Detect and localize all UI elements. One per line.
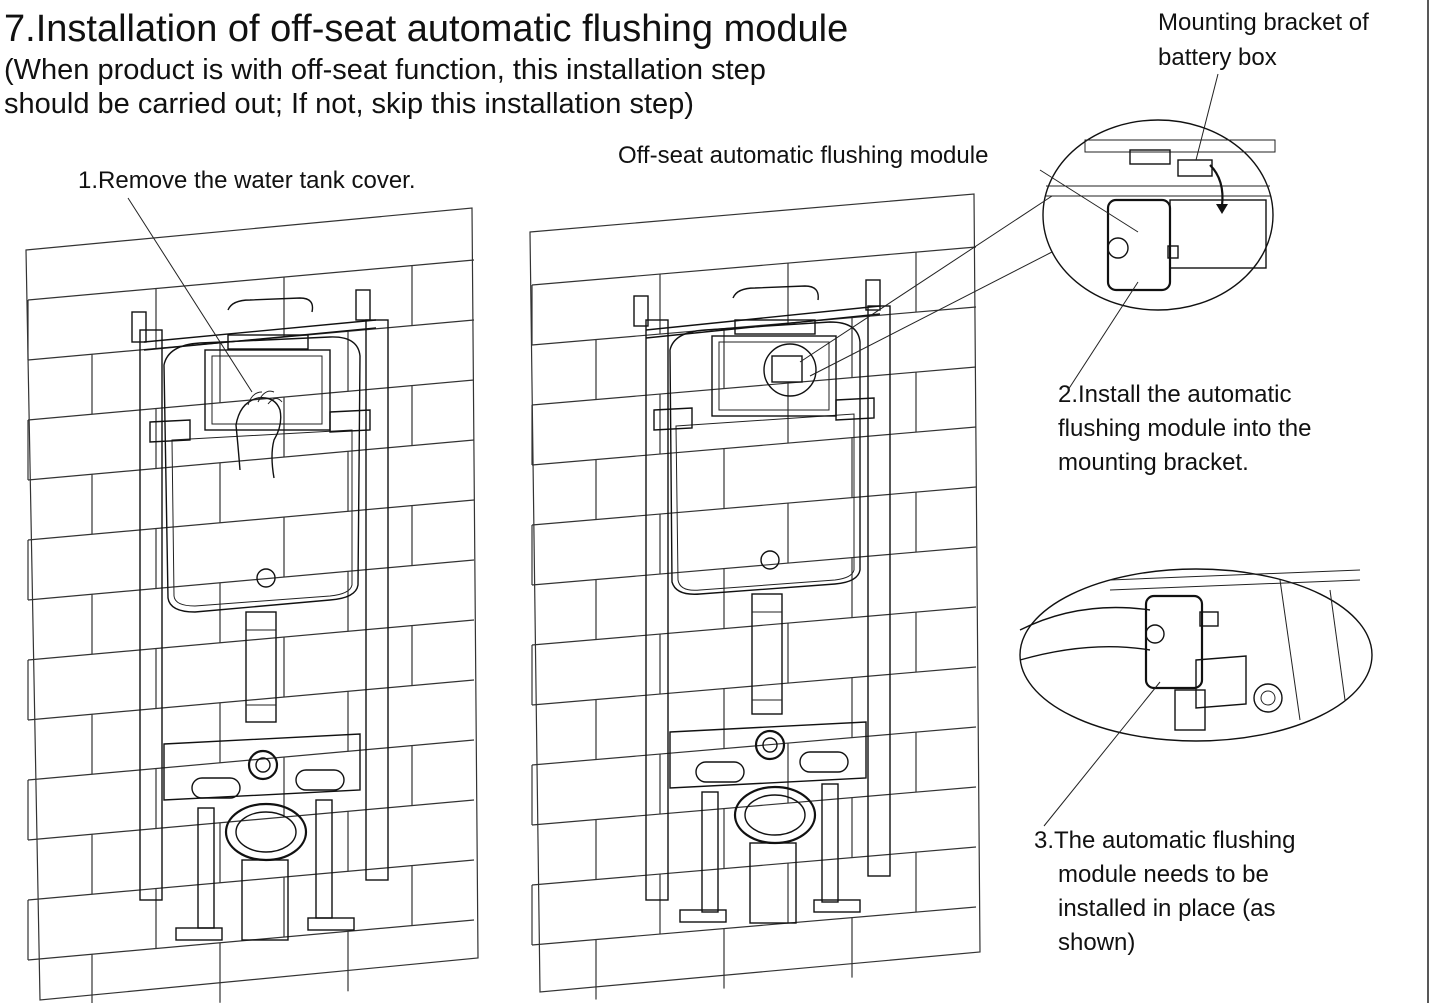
middle-wall <box>529 193 981 993</box>
left-tank-symbol <box>256 568 276 588</box>
brick-row-line <box>531 726 977 766</box>
brick-row-line <box>531 366 977 406</box>
leader-lines <box>127 73 1219 827</box>
bracket-label-line-2: battery box <box>1158 44 1277 71</box>
step2-label-line-3: mounting bracket. <box>1058 449 1249 476</box>
brick-row-line <box>531 306 977 346</box>
brick-row-line <box>531 786 977 826</box>
hand-icon <box>235 397 282 479</box>
detail-circle-installed <box>1019 568 1373 742</box>
middle-frame <box>633 279 891 924</box>
brick-row-line <box>27 679 475 721</box>
step2-label-line-1: 2.Install the automatic <box>1058 381 1292 408</box>
flushing-module-detail <box>1106 198 1172 292</box>
middle-tank-opening <box>711 335 837 417</box>
middle-pipe <box>751 593 783 715</box>
step2-label-line-2: flushing module into the <box>1058 415 1312 442</box>
brick-row-line <box>531 486 977 526</box>
left-lower-plate <box>163 733 361 801</box>
left-tank-opening <box>204 349 331 431</box>
middle-tank-symbol <box>760 550 780 570</box>
middle-wall-bricks <box>531 246 977 1000</box>
brick-row-line <box>27 559 475 601</box>
detail-circle-module <box>1042 119 1276 311</box>
brick-row-line <box>531 426 977 466</box>
brick-row-line <box>531 666 977 706</box>
middle-lower-plate <box>669 721 867 789</box>
step3-label-line-4: shown) <box>1058 929 1136 956</box>
page-title: 7.Installation of off-seat automatic flu… <box>4 8 849 50</box>
step3-label-line-2: module needs to be <box>1058 861 1269 888</box>
module-label: Off-seat automatic flushing module <box>618 142 989 169</box>
brick-row-line <box>27 499 475 541</box>
left-wall-figure <box>25 207 479 1003</box>
brick-row-line <box>531 246 977 286</box>
middle-wall-figure <box>529 193 981 1000</box>
left-frame <box>131 289 389 941</box>
installed-module-detail <box>1144 594 1204 690</box>
left-wall-bricks <box>27 259 475 1003</box>
brick-row-line <box>531 846 977 886</box>
subtitle-line-2: should be carried out; If not, skip this… <box>4 88 694 120</box>
arrow-icon <box>1209 164 1224 207</box>
brick-row-line <box>531 546 977 586</box>
subtitle-line-1: (When product is with off-seat function,… <box>4 54 766 86</box>
brick-row-line <box>27 859 475 901</box>
brick-row-line <box>531 906 977 946</box>
step3-label-line-3: installed in place (as <box>1058 895 1276 922</box>
brick-row-line <box>531 606 977 646</box>
brick-row-line <box>27 439 475 481</box>
left-tank <box>163 336 361 613</box>
brick-row-line <box>27 619 475 661</box>
step1-label: 1.Remove the water tank cover. <box>78 167 416 194</box>
step3-label-line-1: 3.The automatic flushing <box>1034 827 1296 854</box>
left-pipe <box>245 611 277 723</box>
bracket-label-line-1: Mounting bracket of <box>1158 9 1369 36</box>
left-wall <box>25 207 479 1001</box>
middle-tank <box>669 321 861 595</box>
brick-row-line <box>27 259 475 301</box>
brick-row-line <box>27 799 475 841</box>
middle-module-callout <box>763 343 817 397</box>
